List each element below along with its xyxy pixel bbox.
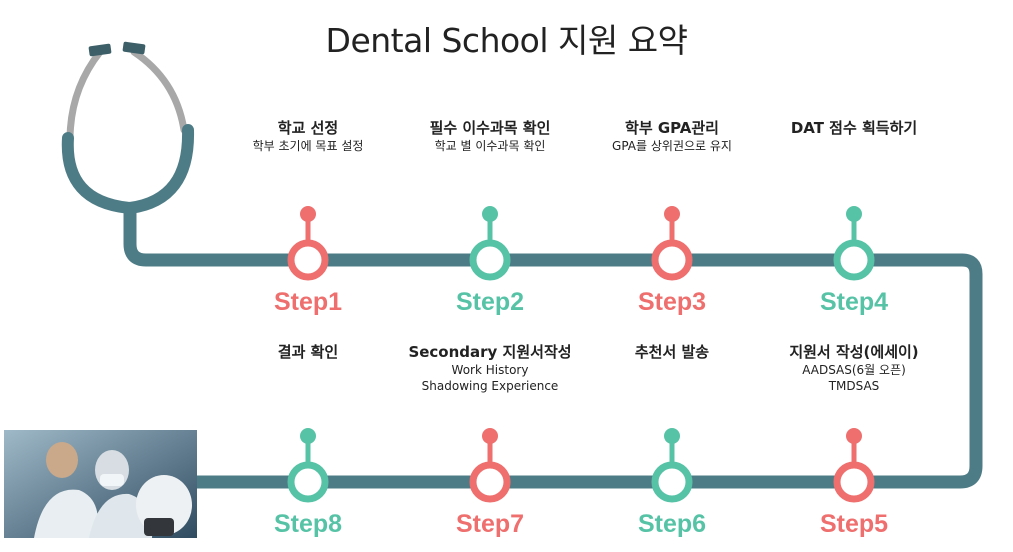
step3-subtitle: GPA를 상위권으로 유지 [612, 139, 732, 153]
step2-title: 필수 이수과목 확인 [429, 119, 551, 137]
step8-description: 결과 확인 [188, 342, 428, 362]
step6-description: 추천서 발송 [552, 342, 792, 362]
step8-label: Step8 [273, 510, 343, 538]
step3-label: Step3 [637, 288, 707, 316]
step6-marker-dot [664, 428, 680, 444]
step2-label: Step2 [455, 288, 525, 316]
step5-marker-dot [846, 428, 862, 444]
step8-marker [287, 428, 329, 503]
step7-title: Secondary 지원서작성 [408, 343, 572, 361]
step1-subtitle: 학부 초기에 목표 설정 [252, 139, 364, 153]
step2-marker-dot [482, 206, 498, 222]
step1-marker-dot [300, 206, 316, 222]
step8-marker-dot [300, 428, 316, 444]
step3-title: 학부 GPA관리 [625, 119, 719, 137]
step3-marker [651, 206, 693, 281]
step7-marker-ring [469, 461, 511, 503]
step1-marker-ring [287, 239, 329, 281]
step5-label: Step5 [819, 510, 889, 538]
step3-marker-dot [664, 206, 680, 222]
step5-title: 지원서 작성(에세이) [789, 343, 919, 361]
step7-label: Step7 [455, 510, 525, 538]
step2-marker-ring [469, 239, 511, 281]
step4-title: DAT 점수 획득하기 [790, 119, 918, 137]
step3-description: 학부 GPA관리 GPA를 상위권으로 유지 [552, 118, 792, 154]
step6-label: Step6 [637, 510, 707, 538]
step8-title: 결과 확인 [277, 343, 339, 361]
step4-marker-dot [846, 206, 862, 222]
step7-subtitle: Shadowing Experience [421, 379, 559, 393]
step6-title: 추천서 발송 [634, 343, 710, 361]
step1-label: Step1 [273, 288, 343, 316]
step8-marker-ring [287, 461, 329, 503]
step5-marker-ring [833, 461, 875, 503]
step6-marker-ring [651, 461, 693, 503]
step5-marker [833, 428, 875, 503]
step5-subtitle: AADSAS(6월 오픈) [802, 363, 906, 377]
timeline-track [123, 208, 983, 489]
step4-description: DAT 점수 획득하기 [734, 118, 974, 138]
step7-subtitle: Work History [451, 363, 529, 377]
step7-marker-dot [482, 428, 498, 444]
step5-description: 지원서 작성(에세이) AADSAS(6월 오픈) TMDSAS [734, 342, 974, 394]
step4-marker [833, 206, 875, 281]
stethoscope-icon [61, 41, 195, 215]
step5-subtitle: TMDSAS [828, 379, 880, 393]
step6-marker [651, 428, 693, 503]
dental-photo [4, 430, 197, 538]
step7-marker [469, 428, 511, 503]
step1-title: 학교 선정 [277, 119, 339, 137]
step3-marker-ring [651, 239, 693, 281]
page-title: Dental School 지원 요약 [325, 21, 688, 60]
step1-marker [287, 206, 329, 281]
step4-label: Step4 [819, 288, 889, 316]
step4-marker-ring [833, 239, 875, 281]
step2-marker [469, 206, 511, 281]
step2-subtitle: 학교 별 이수과목 확인 [434, 139, 546, 153]
